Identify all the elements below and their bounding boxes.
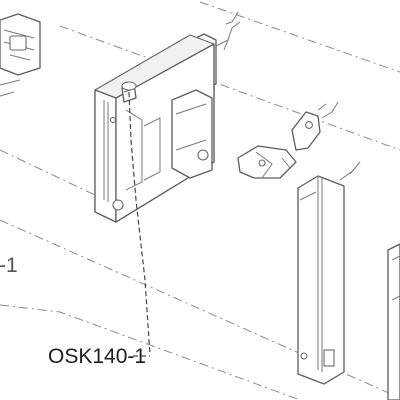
left-edge-bracket bbox=[0, 13, 41, 97]
link-lever-part bbox=[237, 101, 339, 179]
callout-leader-line bbox=[128, 91, 151, 356]
part-number-label: OSK140-1 bbox=[48, 345, 146, 368]
right-edge-part bbox=[387, 243, 400, 400]
edge-part-number-fragment: -1 bbox=[0, 254, 18, 277]
main-frame-plate bbox=[94, 34, 215, 223]
slide-bar-part bbox=[297, 161, 361, 385]
